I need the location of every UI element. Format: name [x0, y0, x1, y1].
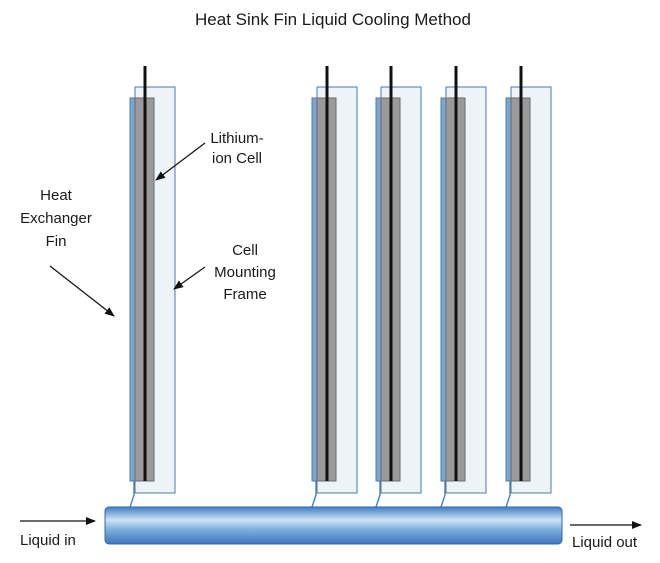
coolant-pipe	[104, 506, 563, 545]
frame-label-line2: Mounting	[214, 264, 276, 281]
liquid-out-label: Liquid out	[572, 534, 638, 551]
frame-label-line3: Frame	[223, 286, 266, 303]
diagram-title: Heat Sink Fin Liquid Cooling Method	[195, 10, 471, 29]
fin-connector	[505, 481, 511, 508]
frame-label-line1: Cell	[232, 242, 258, 259]
cell-label-line2: ion Cell	[212, 150, 262, 167]
fin-assemblies	[129, 66, 552, 508]
liquid-in-label: Liquid in	[20, 532, 76, 549]
fin-connector	[440, 481, 446, 508]
fin-label-line1: Heat	[40, 187, 73, 204]
cell-label-line1: Lithium-	[210, 130, 263, 147]
fin-connector	[129, 481, 135, 508]
cell-leader-arrow	[155, 142, 206, 181]
frame-leader-arrow	[173, 266, 206, 290]
fin-connector	[375, 481, 381, 508]
fin-label-line3: Fin	[46, 233, 67, 250]
fin-connector	[311, 481, 317, 508]
fin-label-line2: Exchanger	[20, 210, 92, 227]
fin-leader-arrow	[49, 265, 115, 317]
